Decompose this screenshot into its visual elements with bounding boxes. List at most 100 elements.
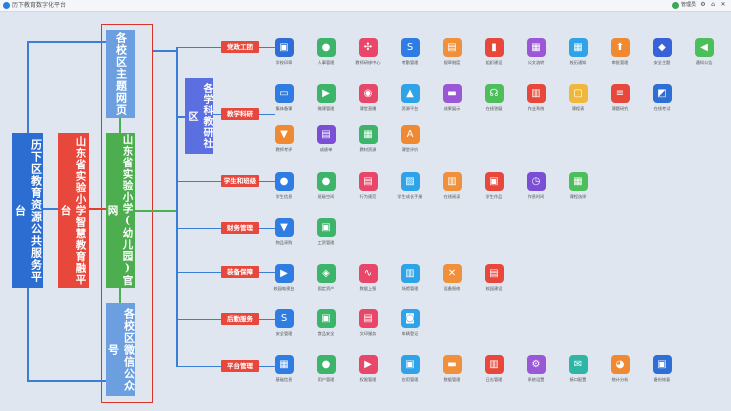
app-label: 基础信息 xyxy=(275,377,293,382)
app-tile[interactable]: ▤成绩单 xyxy=(311,125,341,152)
app-tile[interactable]: ▤校园建设 xyxy=(479,264,509,291)
smart-platform-box[interactable]: 山东省实验小学智慧教育融平台 xyxy=(58,133,89,288)
app-tile[interactable]: ≡课题研究 xyxy=(605,84,635,111)
app-tile[interactable]: ▥在线阅读 xyxy=(437,172,467,199)
tools-icon: ✕ xyxy=(442,264,462,283)
connector xyxy=(153,50,177,52)
grid-icon: ▦ xyxy=(568,172,588,191)
app-tile[interactable]: ◷作息时间 xyxy=(521,172,551,199)
app-tile[interactable]: ▭集体备课 xyxy=(269,84,299,111)
app-tile[interactable]: ◆安全主题 xyxy=(647,38,677,65)
calendar-icon: ▦ xyxy=(568,38,588,57)
app-tile[interactable]: ▬成果展示 xyxy=(437,84,467,111)
app-tile[interactable]: ▢课程表 xyxy=(563,84,593,111)
app-tile[interactable]: ▬数据管理 xyxy=(437,355,467,382)
app-label: 校园电视台 xyxy=(273,286,295,291)
app-tile[interactable]: ▣备份恢复 xyxy=(647,355,677,382)
text-icon: A xyxy=(400,125,420,144)
app-label: 统计分析 xyxy=(611,377,629,382)
app-tile[interactable]: ●班级空间 xyxy=(311,172,341,199)
app-label: 校园建设 xyxy=(485,286,503,291)
settings-icon[interactable]: ⚙ xyxy=(700,1,706,8)
official-site-frame xyxy=(101,24,153,403)
portal-box[interactable]: 历下区教育资源公共服务平台 xyxy=(12,133,43,288)
app-tile[interactable]: ●学生信息 xyxy=(269,172,299,199)
app-tile[interactable]: ∿数据上报 xyxy=(353,264,383,291)
app-tile[interactable]: ▦教材资源 xyxy=(353,125,383,152)
app-tile[interactable]: ▦公文流转 xyxy=(521,38,551,65)
app-tile[interactable]: ◕统计分析 xyxy=(605,355,635,382)
clock-icon: ◷ xyxy=(526,172,546,191)
app-tile[interactable]: ◀通知公告 xyxy=(689,38,719,65)
category-platform[interactable]: 平台管理 xyxy=(221,360,259,372)
app-tile[interactable]: ◈固定资产 xyxy=(311,264,341,291)
app-tile[interactable]: ▣学生作品 xyxy=(479,172,509,199)
app-tile[interactable]: ▥作业系统 xyxy=(521,84,551,111)
research-community-label: 各学科教研社区 xyxy=(186,83,212,149)
app-tile[interactable]: ▤行为规范 xyxy=(353,172,383,199)
app-tile[interactable]: ▤规章制度 xyxy=(437,38,467,65)
app-tile[interactable]: ◙车辆登记 xyxy=(395,309,425,336)
trunk-line xyxy=(176,47,178,367)
app-tile[interactable]: ▣食品安全 xyxy=(311,309,341,336)
home-icon[interactable]: ⌂ xyxy=(711,1,715,8)
app-tile[interactable]: ▤文印服务 xyxy=(353,309,383,336)
badge-icon: ◈ xyxy=(316,264,336,283)
category-finance[interactable]: 财务管理 xyxy=(221,222,259,234)
app-tile[interactable]: ⚙系统设置 xyxy=(521,355,551,382)
app-tile[interactable]: ✣教师研修中心 xyxy=(353,38,383,65)
app-tile[interactable]: ▮组织建设 xyxy=(479,38,509,65)
category-teaching[interactable]: 教学科研 xyxy=(221,108,259,120)
app-tile[interactable]: ▦校历通知 xyxy=(563,38,593,65)
app-tile[interactable]: ●人事管理 xyxy=(311,38,341,65)
app-tile[interactable]: ☊在线答疑 xyxy=(479,84,509,111)
category-logistics[interactable]: 后勤服务 xyxy=(221,313,259,325)
app-label: 备份恢复 xyxy=(653,377,671,382)
official-site-box[interactable]: 山东省实验小学(幼儿园)官网 xyxy=(106,133,135,288)
branch-line xyxy=(259,114,275,115)
app-label: 用户管理 xyxy=(317,377,335,382)
app-tile[interactable]: ▶校园电视台 xyxy=(269,264,299,291)
app-tile[interactable]: ▦课程选择 xyxy=(563,172,593,199)
app-tile[interactable]: ✕设备报修 xyxy=(437,264,467,291)
app-logo-icon xyxy=(3,2,10,9)
app-label: 场馆管理 xyxy=(401,286,419,291)
app-tile[interactable]: ▥日志管理 xyxy=(479,355,509,382)
category-party[interactable]: 党政工团 xyxy=(221,41,259,53)
user-name[interactable]: 管理员 xyxy=(681,2,697,8)
app-tile[interactable]: ▣学校印章 xyxy=(269,38,299,65)
app-tile[interactable]: ▼物品采购 xyxy=(269,218,299,245)
portal-box-label: 历下区教育资源公共服务平台 xyxy=(13,138,43,283)
app-tile[interactable]: ⬆审批管理 xyxy=(605,38,635,65)
app-tile[interactable]: ▥场馆管理 xyxy=(395,264,425,291)
app-tile[interactable]: ◉课堂直播 xyxy=(353,84,383,111)
branch-line xyxy=(177,319,221,320)
app-tile[interactable]: ✉接口配置 xyxy=(563,355,593,382)
wechat-box[interactable]: 各校区微信公众号 xyxy=(106,303,136,396)
avatar[interactable] xyxy=(672,2,679,9)
theme-pages-box[interactable]: 各校区主题网页 xyxy=(106,30,135,118)
app-tile[interactable]: ▼教师考评 xyxy=(269,125,299,152)
branch-line xyxy=(177,181,221,182)
app-tile[interactable]: ▣工资管理 xyxy=(311,218,341,245)
research-community-box[interactable]: 各学科教研社区 xyxy=(185,78,213,154)
chat-icon: ▢ xyxy=(568,84,588,103)
app-label: 安全主题 xyxy=(653,60,671,65)
app-tile[interactable]: ●用户管理 xyxy=(311,355,341,382)
close-icon[interactable]: ✕ xyxy=(720,1,726,8)
display-icon: ▬ xyxy=(442,84,462,103)
app-label: 在线阅读 xyxy=(443,194,461,199)
app-tile[interactable]: ▶权限管理 xyxy=(353,355,383,382)
category-equipment[interactable]: 装备保障 xyxy=(221,266,259,278)
app-tile[interactable]: ▨学生成长手册 xyxy=(395,172,425,199)
app-tile[interactable]: ▦基础信息 xyxy=(269,355,299,382)
app-tile[interactable]: ◩在线考试 xyxy=(647,84,677,111)
app-title: 历下教育数字化平台 xyxy=(12,2,67,9)
category-students[interactable]: 学生和班级 xyxy=(221,175,259,187)
app-tile[interactable]: ▲资源平台 xyxy=(395,84,425,111)
app-tile[interactable]: ▶微课管理 xyxy=(311,84,341,111)
app-tile[interactable]: ▣应用管理 xyxy=(395,355,425,382)
